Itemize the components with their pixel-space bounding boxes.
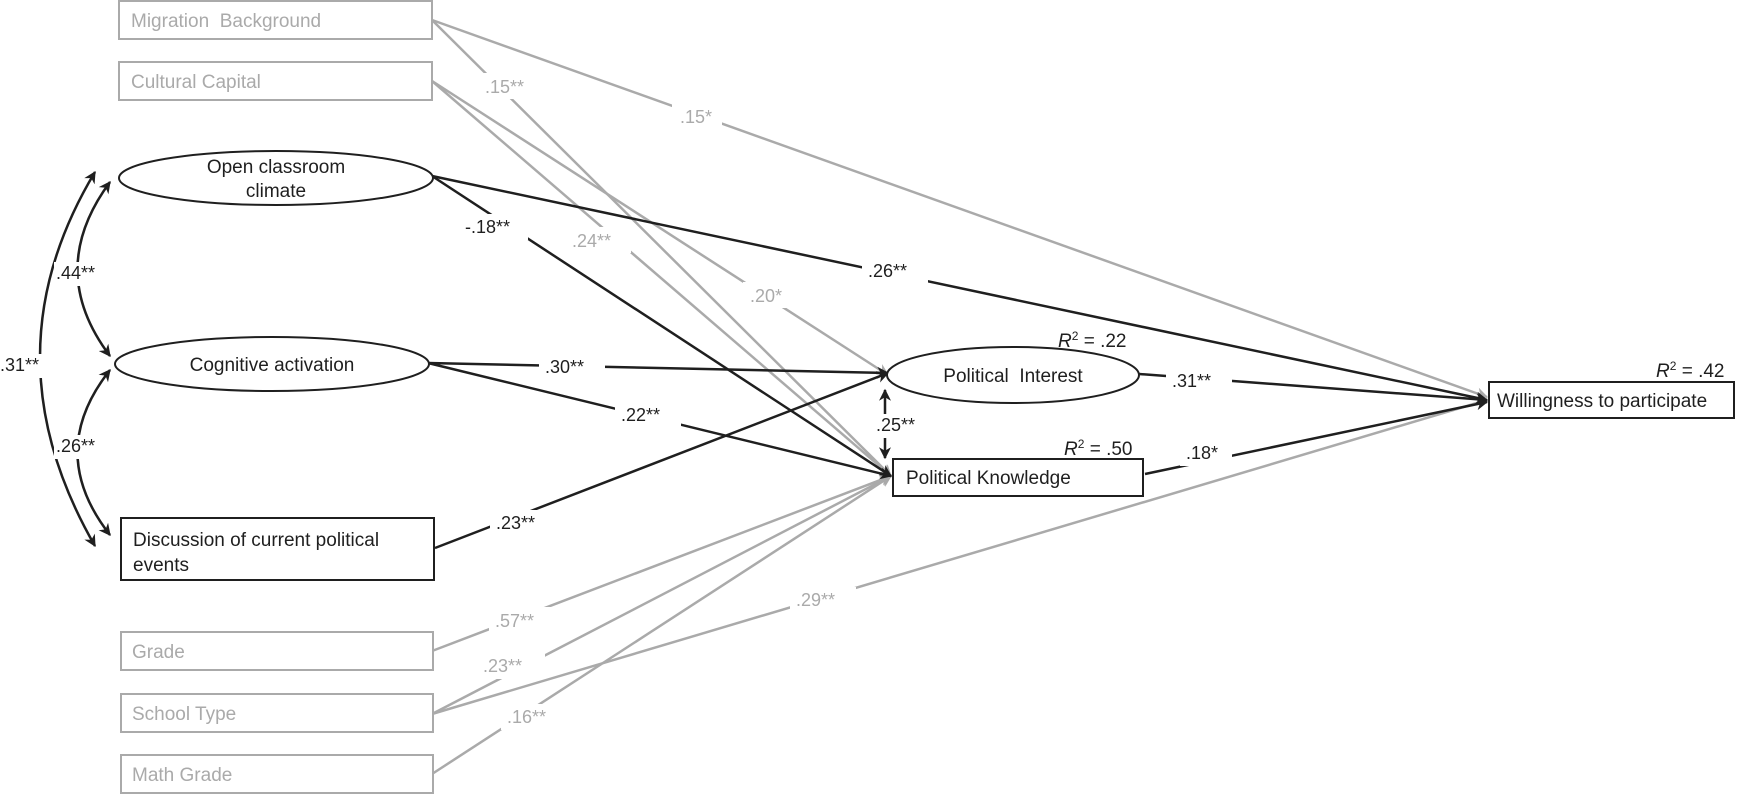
- label-cultural-interest: .20*: [750, 286, 782, 306]
- label-school-willingness: .29**: [796, 590, 835, 610]
- node-political-interest: Political Interest: [886, 346, 1140, 404]
- label-open-knowledge: -.18**: [465, 217, 510, 237]
- label-migration-knowledge: .15**: [485, 77, 524, 97]
- label-school-knowledge: .23**: [483, 656, 522, 676]
- label-open-willingness: .26**: [868, 261, 907, 281]
- label-cognitive-knowledge: .22**: [621, 405, 660, 425]
- label-cognitive-interest: .30**: [545, 357, 584, 377]
- arrow-cultural-to-interest: [431, 79, 890, 377]
- arrow-migration-to-willingness: [431, 18, 1489, 400]
- node-grade-label: Grade: [132, 642, 185, 663]
- node-discussion-political-events: Discussion of current political events: [120, 517, 435, 581]
- node-open-classroom-climate-line1: Open classroom: [207, 157, 345, 178]
- label-grade-knowledge: .57**: [495, 611, 534, 631]
- node-migration-background-label: Migration Background: [131, 11, 321, 32]
- node-political-knowledge-label: Political Knowledge: [906, 468, 1071, 489]
- node-math-grade: Math Grade: [120, 754, 434, 794]
- label-corr-open-cognitive: .44**: [56, 263, 95, 283]
- node-discussion-line1: Discussion of current political: [133, 530, 379, 551]
- node-migration-background: Migration Background: [118, 0, 433, 40]
- node-cognitive-activation: Cognitive activation: [114, 336, 430, 392]
- label-corr-cognitive-discussion: .26**: [56, 436, 95, 456]
- node-school-type: School Type: [120, 693, 434, 733]
- r2-political-knowledge: R2 = .50: [1064, 437, 1133, 460]
- arrow-school-to-willingness: [431, 397, 1489, 716]
- arrow-cognitive-to-interest: [427, 361, 890, 379]
- label-corr-open-discussion: .31**: [0, 355, 39, 375]
- node-math-grade-label: Math Grade: [132, 765, 232, 786]
- node-cultural-capital-label: Cultural Capital: [131, 72, 261, 93]
- r2-willingness: R2 = .42: [1656, 359, 1725, 382]
- label-knowledge-willingness: .18*: [1186, 443, 1218, 463]
- r2-political-interest: R2 = .22: [1058, 329, 1127, 352]
- node-willingness-to-participate: Willingness to participate: [1488, 381, 1735, 419]
- label-knowledge-interest: .25**: [876, 415, 915, 435]
- node-cultural-capital: Cultural Capital: [118, 61, 433, 101]
- label-migration-willingness: .15*: [680, 107, 712, 127]
- arrow-open-to-willingness: [431, 174, 1489, 404]
- node-willingness-label: Willingness to participate: [1497, 391, 1707, 412]
- nodes: Migration Background Cultural Capital Gr…: [114, 0, 1735, 794]
- node-school-type-label: School Type: [132, 704, 236, 725]
- arrow-cultural-to-knowledge: [431, 80, 892, 477]
- node-political-knowledge: Political Knowledge: [892, 458, 1144, 497]
- node-discussion-line2: events: [133, 555, 189, 576]
- corr-open-discussion: [38, 170, 97, 548]
- path-labels: .15** .15* .24** .20* .57** .23** .29** …: [0, 73, 1232, 730]
- label-discussion-interest: .23**: [496, 513, 535, 533]
- node-grade: Grade: [120, 631, 434, 671]
- node-open-classroom-climate-line2: climate: [246, 181, 306, 202]
- label-interest-willingness: .31**: [1172, 371, 1211, 391]
- node-political-interest-label: Political Interest: [943, 366, 1083, 387]
- node-cognitive-activation-label: Cognitive activation: [190, 355, 355, 376]
- label-math-knowledge: .16**: [507, 707, 546, 727]
- node-open-classroom-climate: Open classroom climate: [118, 150, 434, 206]
- label-cultural-knowledge: .24**: [572, 231, 611, 251]
